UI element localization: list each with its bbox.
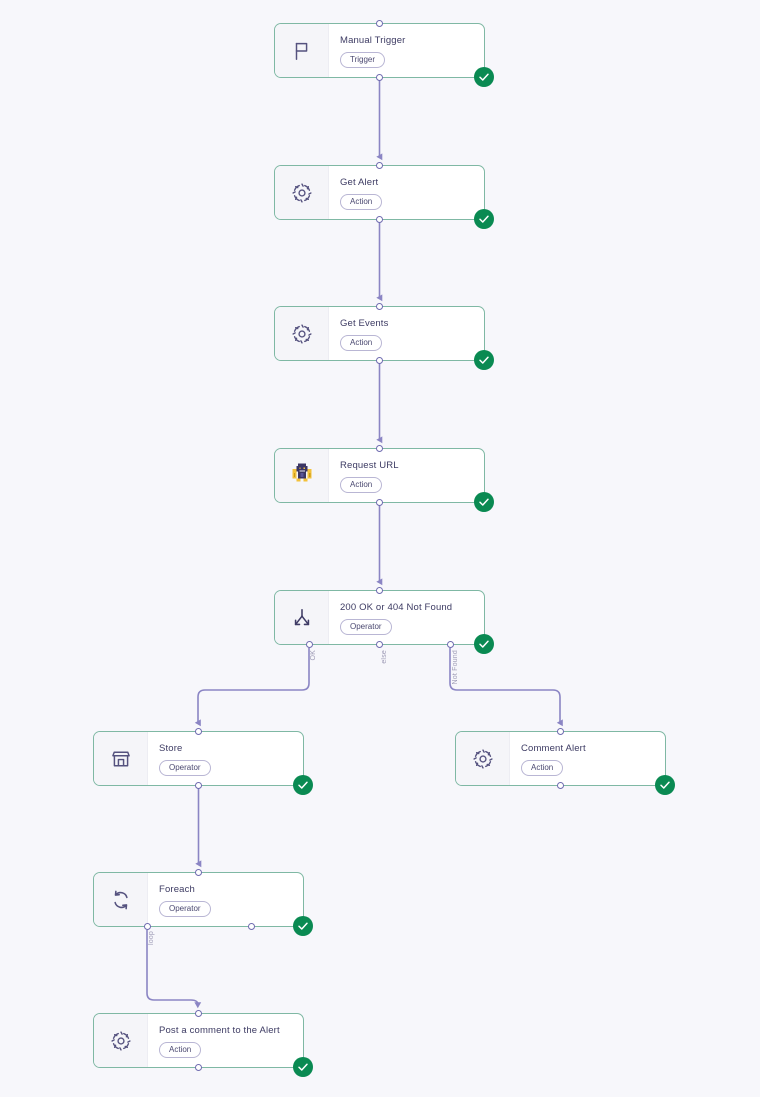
node-port-bottom[interactable] <box>376 74 383 81</box>
flag-icon <box>291 40 313 62</box>
store-icon <box>110 748 132 770</box>
node-port-top[interactable] <box>557 728 564 735</box>
node-port-top[interactable] <box>376 162 383 169</box>
node-port-bottom-end[interactable] <box>248 923 255 930</box>
workflow-node-request-url[interactable]: Request URL Action <box>274 445 494 512</box>
node-type-tag: Action <box>340 193 383 210</box>
node-type-tag: Action <box>340 476 383 493</box>
loop-icon <box>110 889 132 911</box>
node-port-top[interactable] <box>376 303 383 310</box>
status-badge-success <box>474 67 494 87</box>
node-icon-panel <box>275 307 329 360</box>
node-body: Comment Alert Action <box>510 732 665 785</box>
status-badge-success <box>474 350 494 370</box>
node-type-tag: Trigger <box>340 51 386 68</box>
node-title: Manual Trigger <box>340 34 406 46</box>
node-title: Get Events <box>340 317 389 329</box>
node-title: Foreach <box>159 883 195 895</box>
gear-icon <box>291 323 313 345</box>
workflow-node-get-events[interactable]: Get Events Action <box>274 303 494 370</box>
node-title: Comment Alert <box>521 742 586 754</box>
port-label-else: else <box>381 650 388 664</box>
node-icon-panel <box>275 591 329 644</box>
node-port-top[interactable] <box>195 1010 202 1017</box>
node-type-tag: Action <box>340 334 383 351</box>
node-title: Post a comment to the Alert <box>159 1024 280 1036</box>
workflow-node-store[interactable]: Store Operator <box>93 728 313 795</box>
node-port-top[interactable] <box>376 587 383 594</box>
node-icon-panel <box>456 732 510 785</box>
node-port-bottom[interactable] <box>376 357 383 364</box>
gear-icon <box>291 182 313 204</box>
status-badge-success <box>293 1057 313 1077</box>
node-type-tag: Action <box>521 759 564 776</box>
node-body: Store Operator <box>148 732 303 785</box>
edge-branch-notfound-to-comment-alert <box>449 648 563 727</box>
port-label-loop: loop <box>148 931 155 946</box>
workflow-node-comment-alert[interactable]: Comment Alert Action <box>455 728 675 795</box>
node-port-bottom-ok[interactable] <box>306 641 313 648</box>
node-body: Get Events Action <box>329 307 484 360</box>
status-badge-success <box>474 634 494 654</box>
node-type-tag: Action <box>159 1041 202 1058</box>
node-icon-panel <box>94 873 148 926</box>
status-badge-success <box>655 775 675 795</box>
node-port-top[interactable] <box>376 445 383 452</box>
node-port-bottom[interactable] <box>195 782 202 789</box>
workflow-node-foreach[interactable]: Foreach Operator <box>93 869 313 936</box>
node-port-bottom-not-found[interactable] <box>447 641 454 648</box>
workflow-node-get-alert[interactable]: Get Alert Action <box>274 162 494 229</box>
edge-branch-ok-to-store <box>194 648 310 727</box>
gear-icon <box>110 1030 132 1052</box>
node-port-bottom[interactable] <box>195 1064 202 1071</box>
node-title: Store <box>159 742 183 754</box>
node-body: 200 OK or 404 Not Found Operator <box>329 591 484 644</box>
workflow-node-post-comment[interactable]: Post a comment to the Alert Action <box>93 1010 313 1077</box>
port-label-not-found: Not Found <box>452 650 459 685</box>
node-icon-panel <box>275 449 329 502</box>
status-badge-success <box>474 492 494 512</box>
branch-icon <box>291 607 313 629</box>
node-port-top[interactable] <box>376 20 383 27</box>
workflow-node-branch-200-404[interactable]: 200 OK or 404 Not Found Operator <box>274 587 494 654</box>
status-badge-success <box>293 916 313 936</box>
node-title: Request URL <box>340 459 399 471</box>
node-body: Request URL Action <box>329 449 484 502</box>
node-body: Post a comment to the Alert Action <box>148 1014 303 1067</box>
node-icon-panel <box>275 24 329 77</box>
node-type-tag: Operator <box>159 900 211 917</box>
node-port-bottom-loop[interactable] <box>144 923 151 930</box>
node-body: Manual Trigger Trigger <box>329 24 484 77</box>
node-icon-panel <box>275 166 329 219</box>
node-port-bottom[interactable] <box>557 782 564 789</box>
workflow-node-manual-trigger[interactable]: Manual Trigger Trigger <box>274 20 494 87</box>
node-port-bottom[interactable] <box>376 216 383 223</box>
node-type-tag: Operator <box>340 618 392 635</box>
node-port-bottom[interactable] <box>376 499 383 506</box>
node-port-top[interactable] <box>195 728 202 735</box>
port-label-ok: OK <box>310 650 317 661</box>
node-body: Get Alert Action <box>329 166 484 219</box>
robot-integration-icon <box>291 462 313 489</box>
status-badge-success <box>474 209 494 229</box>
gear-icon <box>472 748 494 770</box>
node-type-tag: Operator <box>159 759 211 776</box>
node-body: Foreach Operator <box>148 873 303 926</box>
node-port-bottom-else[interactable] <box>376 641 383 648</box>
node-icon-panel <box>94 732 148 785</box>
node-title: Get Alert <box>340 176 379 188</box>
node-title: 200 OK or 404 Not Found <box>340 601 453 613</box>
status-badge-success <box>293 775 313 795</box>
node-port-top[interactable] <box>195 869 202 876</box>
node-icon-panel <box>94 1014 148 1067</box>
